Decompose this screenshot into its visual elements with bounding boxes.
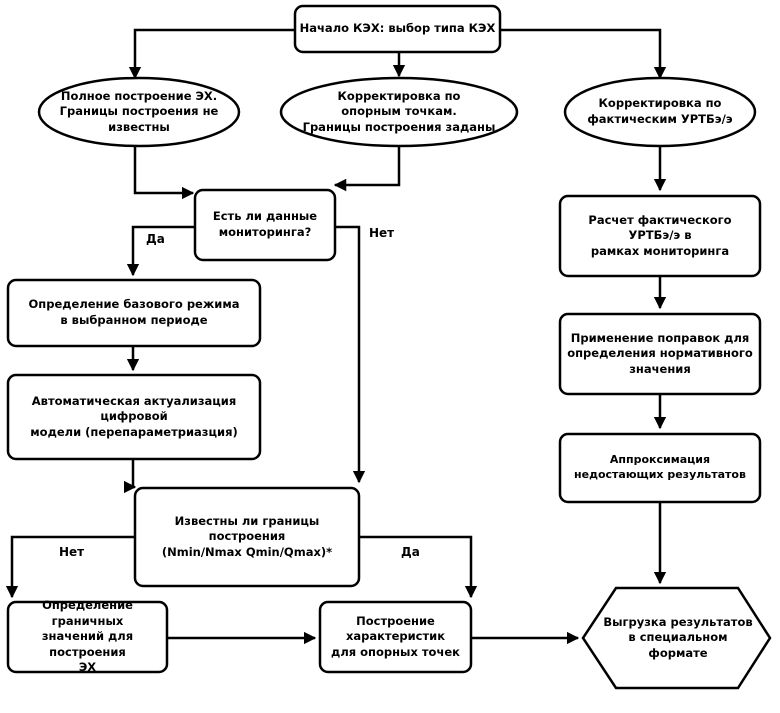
edge-start-full-build <box>128 28 295 80</box>
edge-label-yes-monitoring: Да <box>146 232 165 246</box>
node-build-characteristics-text: Построение характеристик для опорных точ… <box>331 613 460 659</box>
node-start-text: Начало КЭХ: выбор типа КЭХ <box>299 21 496 36</box>
node-base-mode: Определение базового режима в выбранном … <box>8 280 260 346</box>
node-calc-actual-shape <box>558 194 762 278</box>
node-apply-corrections-text: Применение поправок для определения норм… <box>567 330 753 376</box>
node-auto-update-shape <box>6 373 262 461</box>
node-bounds-known-text: Известны ли границы построения (Nmin/Nma… <box>161 513 333 559</box>
edge-label-yes-bounds: Да <box>401 545 420 559</box>
node-actual-correction-shape <box>563 76 757 148</box>
node-apply-corrections: Применение поправок для определения норм… <box>560 314 760 394</box>
node-full-build-shape <box>37 76 241 148</box>
node-auto-update-text: Автоматическая актуализация цифровой мод… <box>30 393 238 439</box>
node-start: Начало КЭХ: выбор типа КЭХ <box>295 6 500 52</box>
node-actual-correction-text: Корректировка по фактическим УРТБэ/э <box>587 96 733 126</box>
node-build-characteristics-shape <box>318 600 473 674</box>
edge-bounds-boundary-values <box>5 535 135 599</box>
node-approximation-shape <box>558 432 762 504</box>
node-calc-actual-text: Расчет фактического УРТБэ/э в рамках мон… <box>588 212 732 258</box>
node-export: Выгрузка результатов в специальном форма… <box>596 588 760 688</box>
node-ref-correction: Корректировка по опорным точкам. Границы… <box>284 78 514 146</box>
node-monitoring: Есть ли данные мониторинга? <box>195 190 335 260</box>
node-auto-update: Автоматическая актуализация цифровой мод… <box>8 375 260 459</box>
node-bounds-known-shape <box>133 486 361 588</box>
edge-ref-correction-monitoring <box>333 146 401 192</box>
node-calc-actual: Расчет фактического УРТБэ/э в рамках мон… <box>560 196 760 276</box>
node-start-shape <box>293 4 502 54</box>
edge-label-no-bounds: Нет <box>59 545 85 559</box>
node-monitoring-text: Есть ли данные мониторинга? <box>212 209 318 239</box>
node-export-text: Выгрузка результатов в специальном форма… <box>603 614 753 660</box>
edge-start-actual-correction <box>500 28 667 80</box>
node-export-shape <box>581 586 772 690</box>
edge-label-no-monitoring: Нет <box>369 226 395 240</box>
nodes <box>6 4 772 690</box>
node-boundary-values-shape <box>6 600 169 674</box>
edge-monitoring-base-mode <box>126 225 195 277</box>
node-boundary-values-text: Определение граничных значений для постр… <box>41 598 134 675</box>
node-bounds-known: Известны ли границы построения (Nmin/Nma… <box>135 488 359 586</box>
node-full-build: Полное построение ЭХ. Границы построения… <box>45 78 233 146</box>
node-apply-corrections-shape <box>558 312 762 396</box>
node-actual-correction: Корректировка по фактическим УРТБэ/э <box>570 78 750 146</box>
node-ref-correction-text: Корректировка по опорным точкам. Границы… <box>302 88 496 134</box>
node-full-build-text: Полное построение ЭХ. Границы построения… <box>59 88 219 134</box>
node-monitoring-shape <box>193 188 337 262</box>
edge-full-build-monitoring <box>133 146 195 200</box>
node-approximation-text: Аппроксимация недостающих результатов <box>574 453 746 481</box>
node-approximation: Аппроксимация недостающих результатов <box>560 434 760 502</box>
node-boundary-values: Определение граничных значений для постр… <box>8 598 167 674</box>
node-build-characteristics: Построение характеристик для опорных точ… <box>320 602 471 672</box>
node-base-mode-shape <box>6 278 262 348</box>
edge-bounds-build-characteristics <box>359 535 478 599</box>
edge-monitoring-bounds-known <box>335 225 366 484</box>
node-ref-correction-shape <box>279 76 519 148</box>
edges <box>5 28 667 645</box>
edge-auto-update-bounds-known <box>123 459 137 494</box>
node-base-mode-text: Определение базового режима в выбранном … <box>28 297 240 327</box>
